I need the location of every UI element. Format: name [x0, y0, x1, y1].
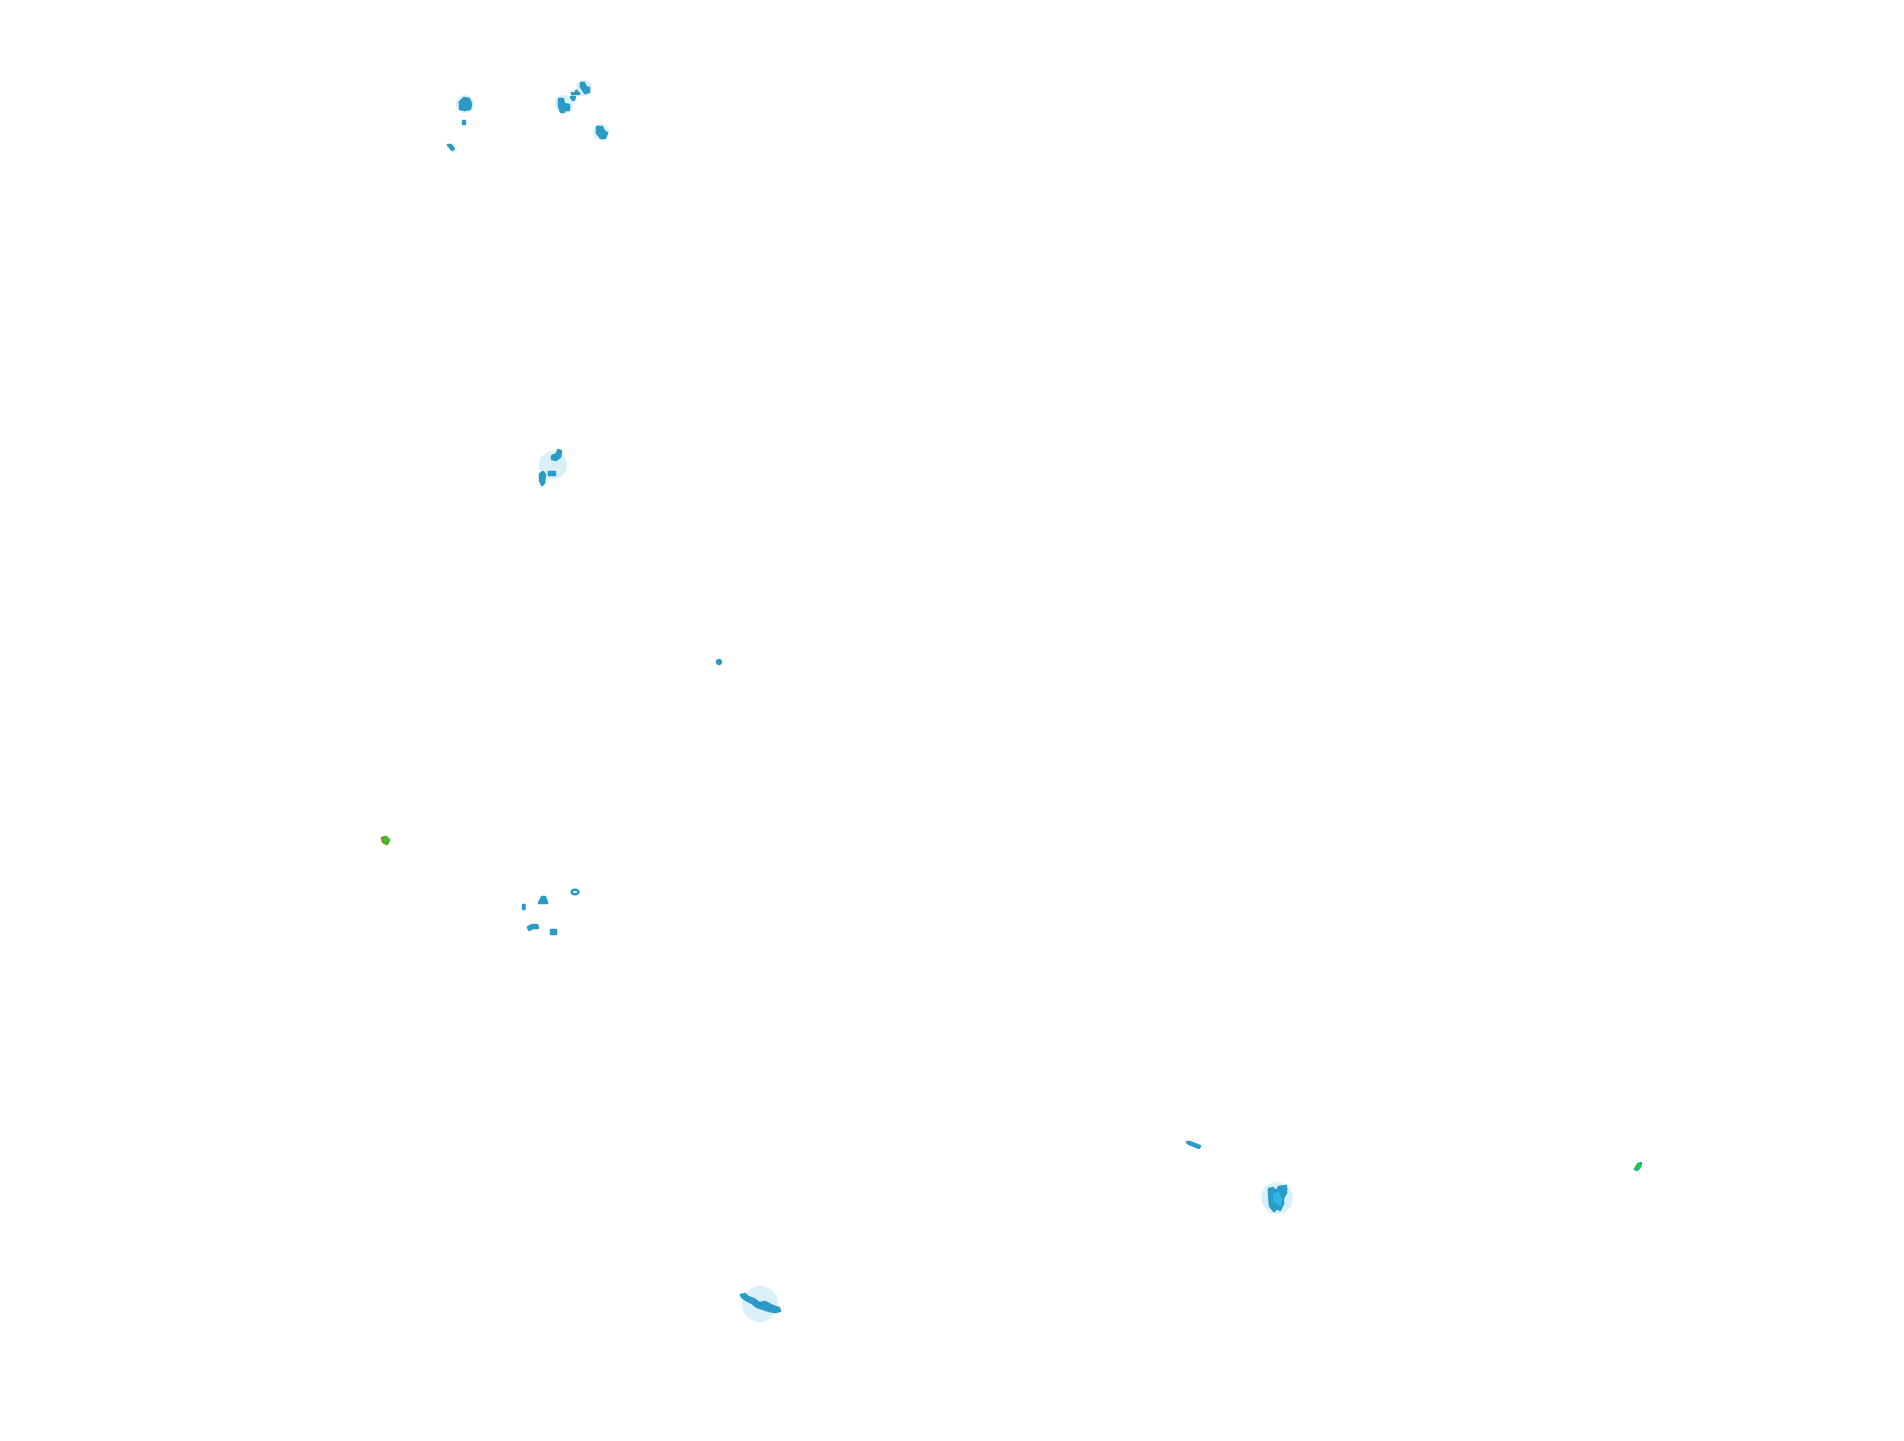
island-shape: [521, 903, 526, 911]
island-shape: [537, 895, 549, 905]
island-shape: [446, 143, 456, 152]
island-shape: [1272, 1191, 1283, 1207]
island-shape: [461, 119, 467, 126]
island-shape: [595, 125, 609, 140]
island-shape: [1185, 1140, 1202, 1150]
island-shape: [570, 888, 580, 896]
island-shape: [526, 923, 540, 932]
island-shape: [549, 928, 558, 936]
island-shape: [557, 97, 571, 114]
island-shape: [383, 837, 389, 843]
island-shape: [579, 81, 591, 95]
island-shape: [1634, 1162, 1642, 1171]
island-shape: [739, 1292, 782, 1314]
island-group: [380, 81, 1643, 1314]
island-shape: [569, 89, 581, 102]
island-shape: [547, 448, 563, 477]
island-shape: [715, 658, 723, 666]
island-shape: [538, 470, 547, 487]
island-shape: [458, 96, 473, 112]
